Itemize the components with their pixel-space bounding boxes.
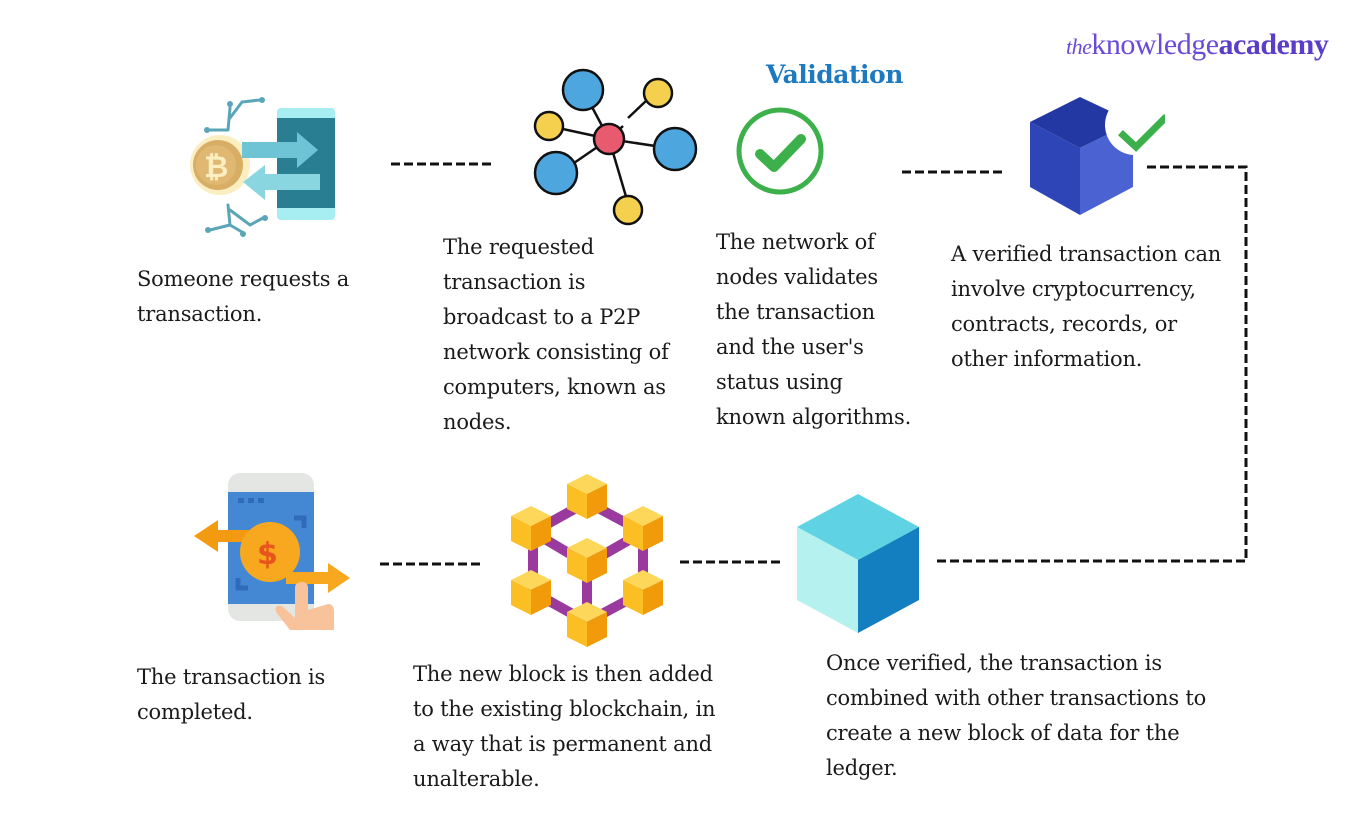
step-6-description: The new block is then added to the exist… [413,662,716,791]
payment-complete-phone-icon: $ [194,473,350,630]
step-4-description: A verified transaction can involve crypt… [951,242,1222,371]
new-block-cube-icon [797,494,919,633]
logo-main: knowledge [1091,28,1219,61]
blockchain-network-icon [511,474,663,647]
step-2-description: The requested transaction is broadcast t… [443,235,669,434]
brand-logo: theknowledgeacademy [1066,28,1329,62]
step-7-description: The transaction is completed. [137,665,326,724]
logo-suffix: academy [1218,28,1329,61]
validation-check-circle-icon [736,107,824,195]
svg-text:$: $ [257,537,278,572]
step-5-description: Once verified, the transaction is combin… [826,651,1207,780]
p2p-network-nodes-icon [533,68,698,226]
step-1-description: Someone requests a transaction. [137,267,350,326]
bitcoin-phone-transfer-icon: ₿ [190,97,335,237]
validation-heading: Validation [766,60,903,89]
step-3-description: The network of nodes validates the trans… [716,230,912,429]
verified-block-icon [1030,95,1165,215]
logo-prefix: the [1066,34,1092,59]
svg-text:₿: ₿ [204,150,228,185]
